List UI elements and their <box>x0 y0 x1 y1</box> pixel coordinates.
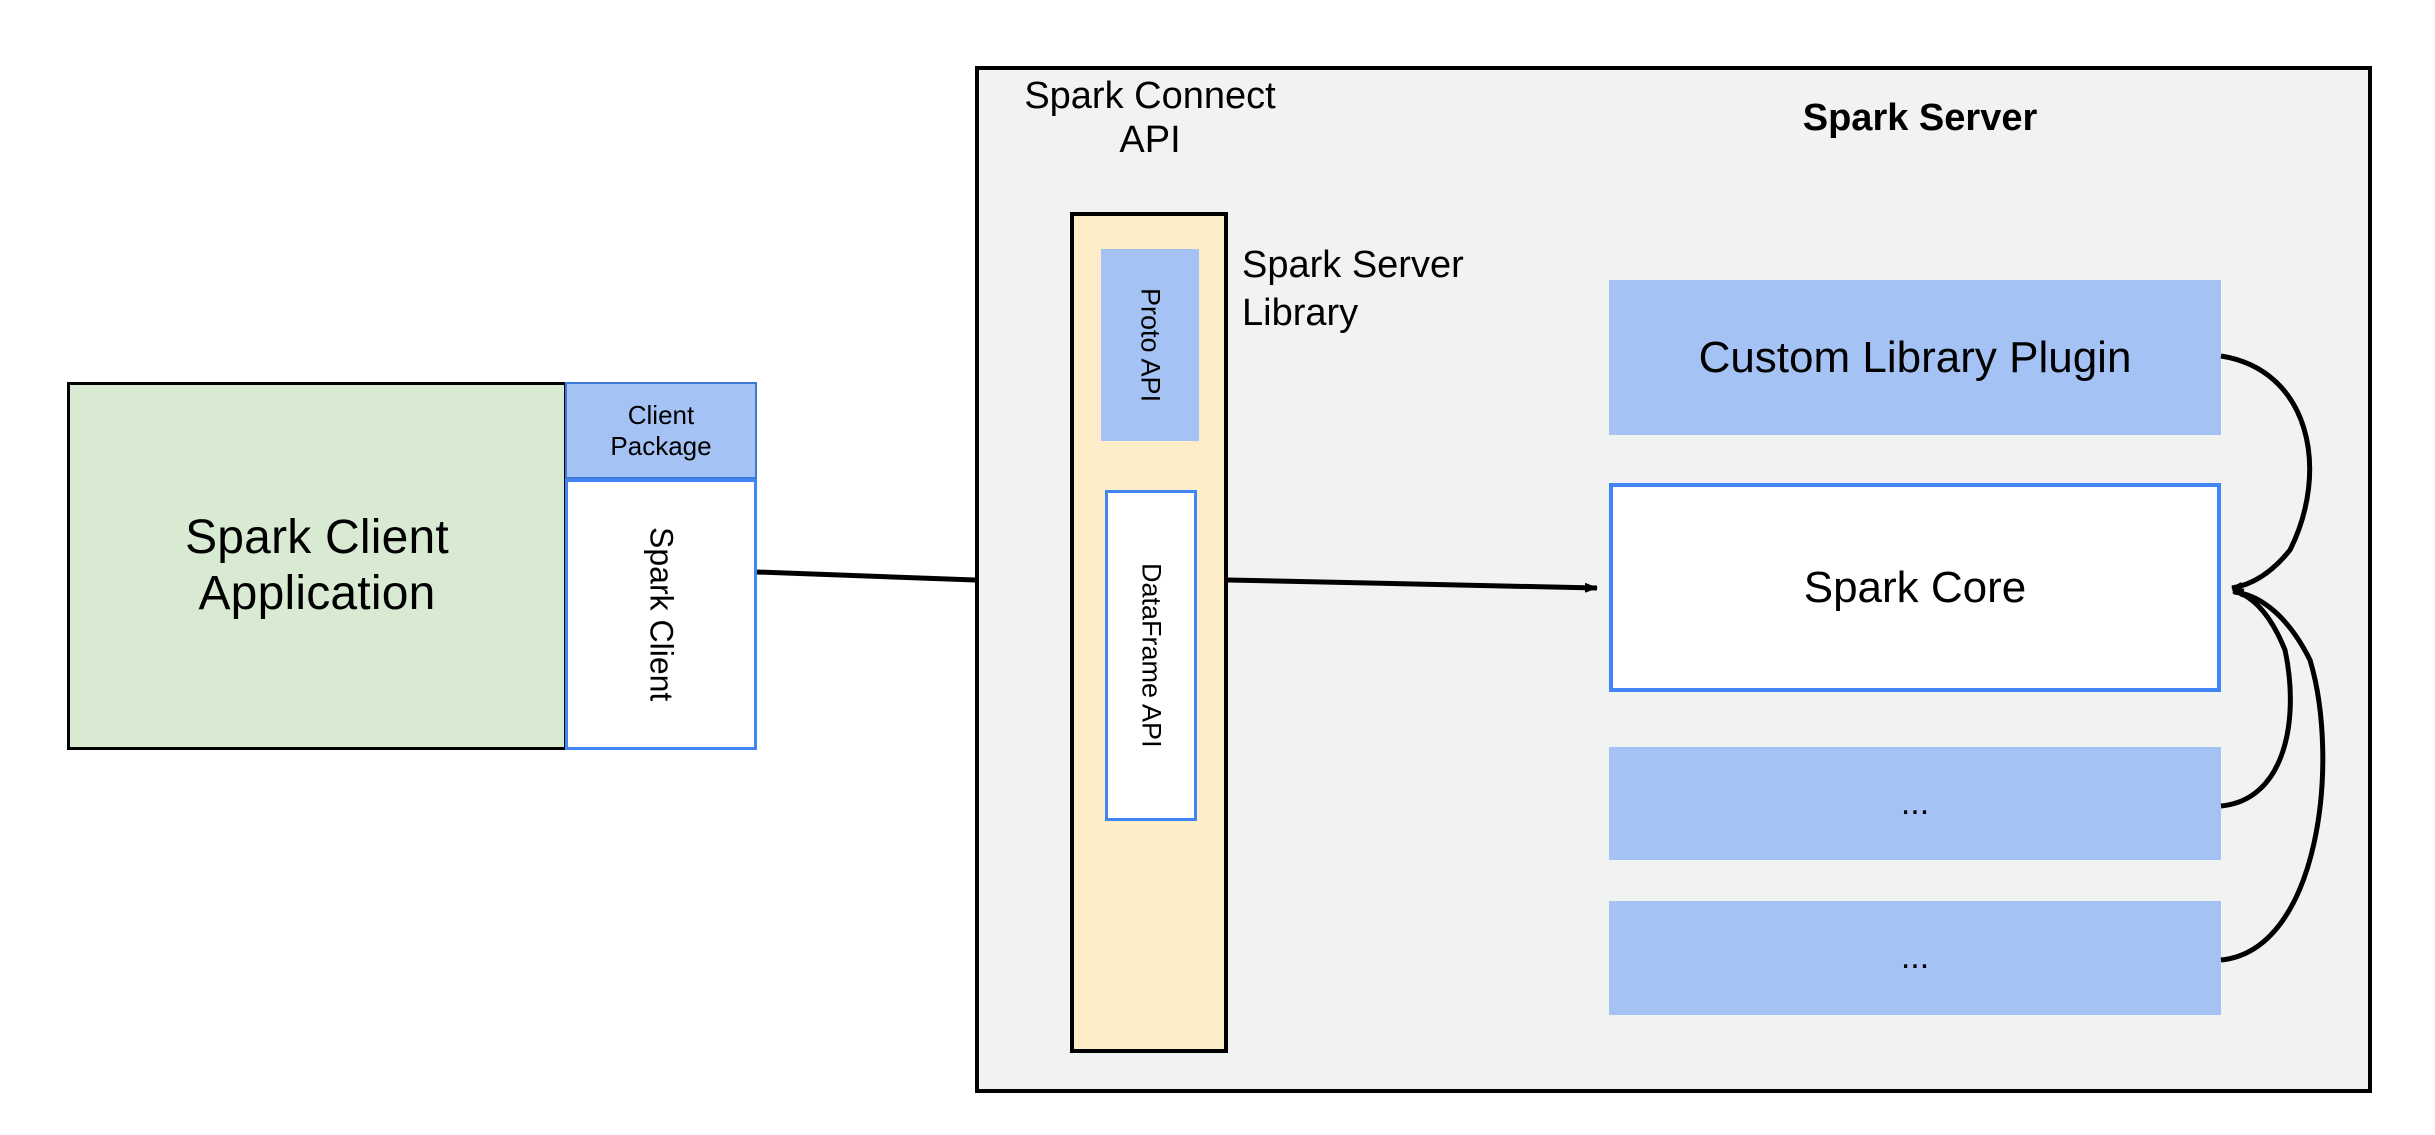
spark-connect-api-label-line1: Spark Connect <box>1024 75 1276 117</box>
spark-client-application-box: Spark Client Application <box>67 382 567 750</box>
spark-server-library-label: Spark Server Library <box>1242 242 1542 342</box>
plugin-ellipsis-box-1: ... <box>1609 747 2221 860</box>
spark-core-box: Spark Core <box>1609 483 2221 692</box>
dataframe-api-label: DataFrame API <box>1136 563 1167 748</box>
proto-api-label: Proto API <box>1135 287 1166 403</box>
spark-server-library-label-line1: Spark Server <box>1242 244 1464 286</box>
spark-client-box: Spark Client <box>565 479 757 750</box>
spark-client-label: Spark Client <box>643 527 680 702</box>
spark-connect-api-label-line2: API <box>1119 119 1181 162</box>
spark-server-library-label-line2: Library <box>1242 291 1359 334</box>
client-package-label-line2: Package <box>610 430 712 461</box>
client-package-label-line1: Client <box>627 400 695 431</box>
dataframe-api-box: DataFrame API <box>1105 490 1197 821</box>
spark-client-application-label-line2: Application <box>198 567 436 620</box>
spark-connect-api-label: Spark Connect API <box>1010 68 1290 161</box>
plugin-ellipsis-box-2: ... <box>1609 901 2221 1015</box>
connector-client-to-panel <box>756 569 976 583</box>
spark-client-application-label-line1: Spark Client <box>185 511 449 565</box>
custom-library-plugin-box: Custom Library Plugin <box>1609 280 2221 435</box>
proto-api-box: Proto API <box>1101 249 1199 441</box>
spark-server-title: Spark Server <box>1802 96 2038 139</box>
client-package-box: Client Package <box>565 382 757 479</box>
